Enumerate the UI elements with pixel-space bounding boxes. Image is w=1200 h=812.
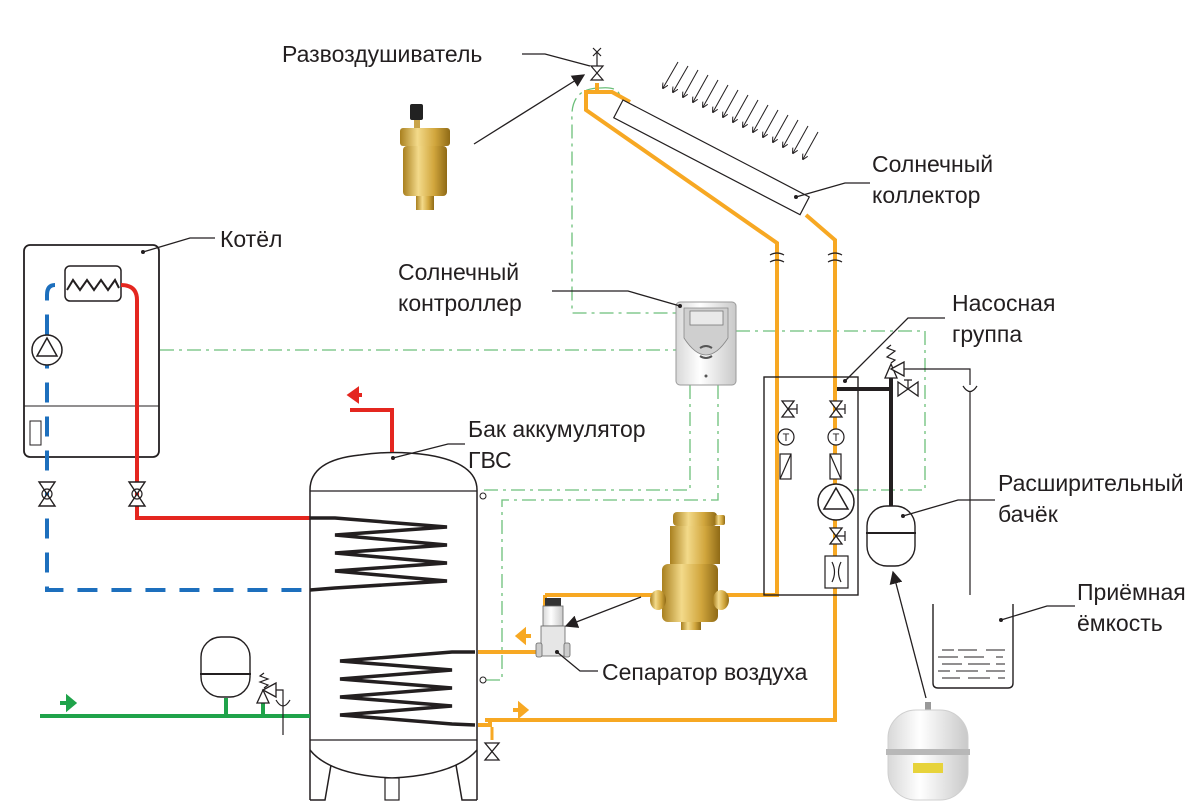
air-vent-photo <box>400 104 450 210</box>
air-separator-label: Сепаратор воздуха <box>602 659 808 685</box>
expansion-vessel: Расширительный бачёк <box>866 344 1184 801</box>
cold-water-inlet <box>40 636 310 735</box>
pump-group-label: Насосная <box>952 290 1055 316</box>
expansion-vessel-label-2: бачёк <box>998 501 1059 527</box>
thermometer-icon: T <box>783 432 790 444</box>
sun-rays-icon <box>663 61 819 159</box>
expansion-vessel-label: Расширительный <box>998 470 1184 496</box>
solar-collector-label: Солнечный <box>872 151 993 177</box>
solar-collector-label-2: коллектор <box>872 182 980 208</box>
storage-tank-label: Бак аккумулятор <box>468 416 646 442</box>
safety-valve-icon <box>255 672 291 735</box>
air-separator-photo <box>650 512 729 630</box>
solar-collector: Солнечный коллектор <box>485 61 993 722</box>
pump-group: T T Насосная группа <box>763 290 1055 596</box>
dhw-storage-tank: Бак аккумулятор ГВС <box>309 386 646 801</box>
solar-controller-label-2: контроллер <box>398 290 522 316</box>
thermometer-icon: T <box>833 432 840 444</box>
boiler-label: Котёл <box>220 226 282 252</box>
pump-group-label-2: группа <box>952 321 1022 347</box>
control-wiring <box>160 87 926 681</box>
storage-tank-label-2: ГВС <box>468 447 512 473</box>
air-separator: Сепаратор воздуха <box>535 512 808 685</box>
cold-water-expansion-vessel <box>200 636 251 698</box>
gas-boiler: Котёл <box>23 226 310 592</box>
receiving-container: Приёмная ёмкость <box>932 579 1186 689</box>
expansion-vessel-photo <box>886 702 970 801</box>
receiving-container-label-2: ёмкость <box>1077 610 1163 636</box>
shutoff-valve-icon <box>37 481 57 507</box>
solar-controller: Солнечный контроллер <box>398 259 737 386</box>
solar-controller-label: Солнечный <box>398 259 519 285</box>
receiving-container-label: Приёмная <box>1077 579 1186 605</box>
shutoff-valve-icon <box>127 481 147 507</box>
air-vent-label: Развоздушиватель <box>282 41 482 67</box>
air-vent: Развоздушиватель <box>282 41 605 210</box>
